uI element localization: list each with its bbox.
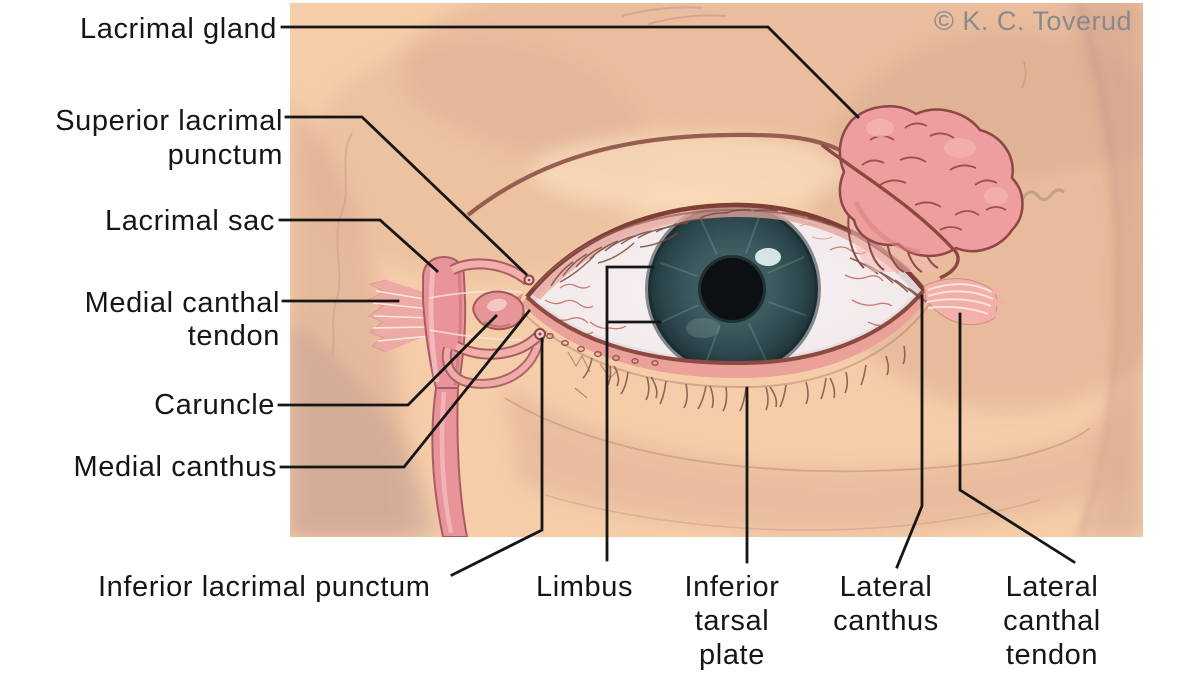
label-lateral-canthal-tendon: Lateral canthal tendon: [1003, 571, 1101, 671]
lid-fold-over-gland: [820, 143, 960, 280]
label-caruncle: Caruncle: [154, 389, 275, 421]
inferior-lacrimal-punctum-structure: [534, 328, 546, 340]
label-limbus: Limbus: [536, 571, 634, 603]
label-lacrimal-sac: Lacrimal sac: [105, 205, 275, 237]
leader-superior-lacrimal-punctum: [284, 115, 528, 276]
leader-inferior-lacrimal-punctum: [450, 337, 544, 577]
label-inferior-tarsal-plate: Inferior tarsal plate: [684, 571, 780, 671]
lid-sketch-lines: [567, 351, 619, 399]
leader-lacrimal-gland: [280, 25, 860, 119]
lower-lid-margin-band: [521, 290, 929, 379]
upper-eyelashes: [550, 209, 927, 303]
upper-eyelid-crease: [466, 132, 841, 217]
label-lateral-canthus: Lateral canthus: [833, 571, 939, 637]
copyright-credit: © K. C. Toverud: [934, 6, 1132, 36]
leader-limbus: [605, 265, 662, 562]
label-medial-canthal-tendon: Medial canthal tendon: [84, 287, 280, 352]
medial-canthal-tendon-structure: [366, 279, 431, 353]
illustration-area: [290, 3, 1143, 537]
leader-caruncle: [277, 314, 498, 407]
leader-lacrimal-sac: [278, 218, 439, 273]
lacrimal-gland-structure: [820, 105, 1024, 280]
leader-lines: [277, 25, 1076, 577]
superior-lacrimal-punctum-structure: [523, 274, 535, 286]
iris-highlight: [755, 248, 781, 266]
lateral-canthal-tendon-structure: [923, 278, 1006, 326]
leader-lateral-canthal-tendon: [958, 312, 1076, 564]
label-inferior-lacrimal-punctum: Inferior lacrimal punctum: [98, 571, 431, 603]
gland-lobule-lines: [861, 122, 1007, 231]
iris: [645, 204, 821, 364]
leader-medial-canthus: [279, 309, 531, 469]
eye: [518, 202, 932, 412]
caruncle-structure: [472, 290, 525, 331]
label-medial-canthus: Medial canthus: [73, 451, 277, 483]
label-superior-lacrimal-punctum: Superior lacrimal punctum: [55, 105, 283, 171]
meibomian-gland-openings: [546, 332, 659, 366]
tendon-striations: [926, 283, 994, 315]
label-lacrimal-gland: Lacrimal gland: [80, 13, 277, 45]
pupil: [701, 258, 763, 320]
leader-lateral-canthus: [895, 294, 924, 569]
lower-eyelashes: [582, 345, 906, 412]
